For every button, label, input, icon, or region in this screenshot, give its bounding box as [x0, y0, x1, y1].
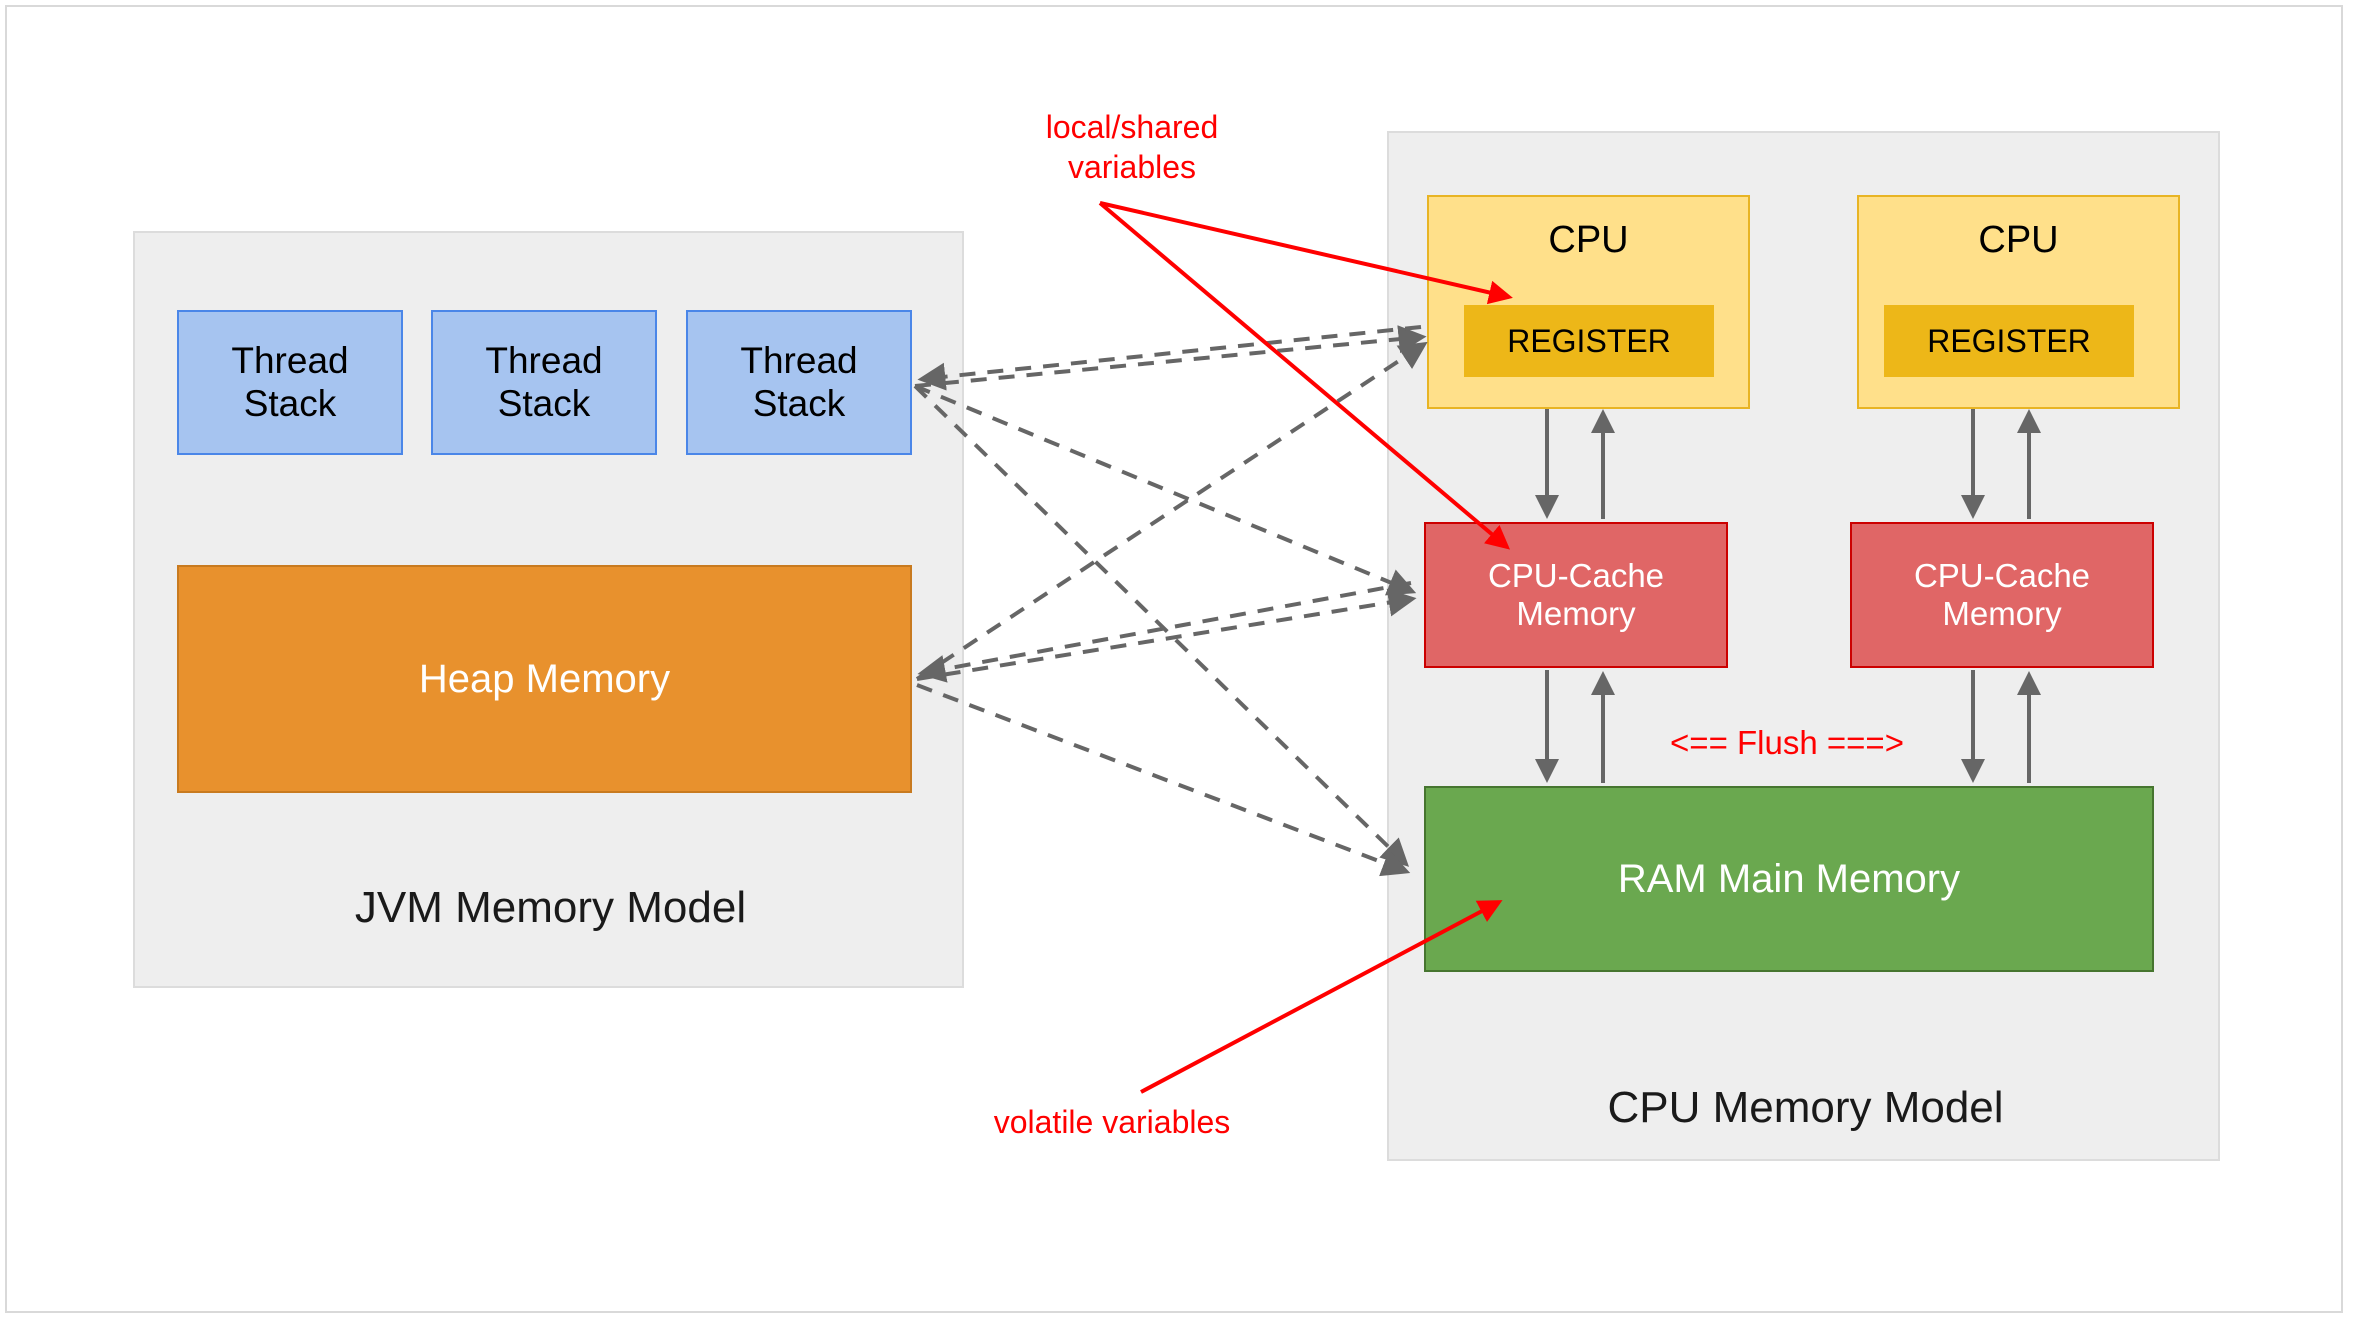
dashed-connectors [913, 325, 1428, 877]
thread-stack-label-3: Thread Stack [740, 339, 858, 424]
register-box-1[interactable]: REGISTER [1464, 305, 1714, 377]
cpu-cache-label-2: CPU-Cache Memory [1913, 557, 2091, 632]
cpu-label-2: CPU [1978, 219, 2059, 261]
jvm-panel-title: JVM Memory Model [354, 883, 747, 932]
cpu-cache-label-1: CPU-Cache Memory [1487, 557, 1665, 632]
register-label-1: REGISTER [1507, 322, 1671, 359]
link-register-to-threadstack [917, 325, 1422, 391]
link-heap-to-cache [916, 588, 1417, 681]
cpu-cache-box-1[interactable]: CPU-Cache Memory [1424, 522, 1728, 668]
heap-memory-label: Heap Memory [418, 657, 671, 701]
thread-stack-box-3[interactable]: Thread Stack [686, 310, 912, 455]
link-cache-to-heap [917, 581, 1412, 683]
cpu-cache-box-2[interactable]: CPU-Cache Memory [1850, 522, 2154, 668]
flush-label: <== Flush ===> [1670, 724, 1904, 761]
link-threadstack-to-register [914, 325, 1427, 388]
register-label-2: REGISTER [1927, 322, 2091, 359]
canvas-frame: JVM Memory Model Thread Stack Thread Sta… [5, 5, 2343, 1313]
thread-stack-label-2: Thread Stack [485, 339, 603, 424]
heap-memory-box[interactable]: Heap Memory [177, 565, 912, 793]
ram-main-memory-box[interactable]: RAM Main Memory [1424, 786, 2154, 972]
link-threadstack-to-ram [913, 384, 1410, 867]
link-threadstack-to-cache [914, 384, 1417, 596]
link-heap-to-register [915, 341, 1428, 681]
link-heap-to-ram [916, 683, 1411, 877]
thread-stack-box-1[interactable]: Thread Stack [177, 310, 403, 455]
volatile-variables-annotation: volatile variables [993, 1104, 1231, 1140]
register-box-2[interactable]: REGISTER [1884, 305, 2134, 377]
cpu-label-1: CPU [1548, 219, 1629, 261]
cpu-panel-title: CPU Memory Model [1607, 1083, 2004, 1132]
local-shared-variables-annotation: local/shared variables [1045, 109, 1219, 185]
thread-stack-label-1: Thread Stack [231, 339, 349, 424]
thread-stack-box-2[interactable]: Thread Stack [431, 310, 657, 455]
ram-main-memory-label: RAM Main Memory [1617, 857, 1961, 901]
